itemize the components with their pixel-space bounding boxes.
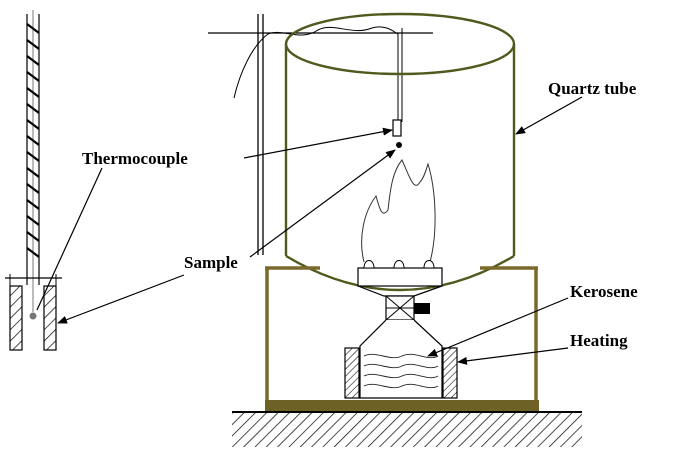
heating-element-right: [442, 347, 458, 399]
thermocouple-coil: [26, 23, 40, 258]
ground: [232, 411, 582, 447]
label-heating: Heating: [570, 331, 628, 350]
heating-element-left: [344, 347, 360, 399]
housing-frame: [265, 266, 539, 412]
thermocouple-assembly: [5, 10, 62, 351]
burner-head: [357, 267, 443, 287]
flame: [361, 159, 436, 263]
base-plate: [265, 400, 539, 412]
burner-knob: [414, 303, 430, 314]
label-quartz-tube: Quartz tube: [548, 79, 637, 98]
kerosene-container: [359, 319, 443, 399]
label-sample: Sample: [184, 253, 238, 272]
thermocouple-junction: [29, 312, 37, 320]
burner: [344, 260, 458, 399]
thermocouple-holder-right: [43, 285, 57, 351]
label-kerosene: Kerosene: [570, 282, 638, 301]
sample: [392, 119, 402, 137]
kerosene-liquid: [363, 353, 439, 389]
label-thermocouple: Thermocouple: [82, 149, 188, 168]
leader-lines: [36, 96, 583, 365]
quartz-tube: [284, 12, 516, 292]
support-stand: [208, 14, 433, 255]
thermocouple-holder-left: [9, 285, 23, 351]
